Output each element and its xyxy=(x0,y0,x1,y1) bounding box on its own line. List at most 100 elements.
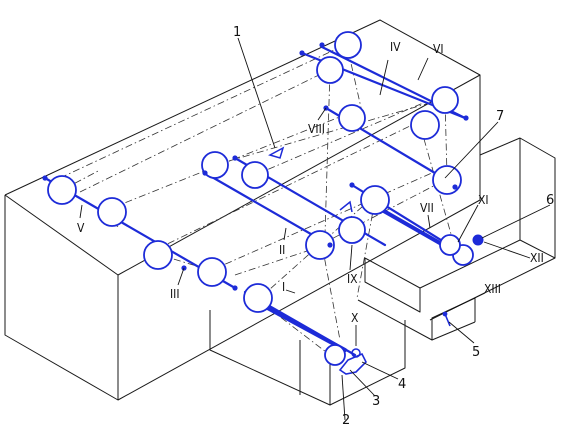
gear xyxy=(143,240,173,270)
label-3: 3 xyxy=(372,394,380,409)
gear xyxy=(97,197,127,227)
label-II: II xyxy=(279,243,285,257)
ledge-edge xyxy=(431,321,476,341)
dash-line xyxy=(59,44,346,179)
lever-pivot xyxy=(351,348,361,358)
label-6: 6 xyxy=(546,193,554,208)
gear xyxy=(241,161,269,189)
shaft-tips xyxy=(42,42,469,291)
shaft-tip xyxy=(463,115,469,121)
lever-mechanism-2-3-4 xyxy=(338,352,367,375)
gear xyxy=(334,31,362,59)
leader-lines xyxy=(79,37,551,421)
main-block-outline xyxy=(4,19,481,401)
gear xyxy=(243,283,273,313)
gear xyxy=(201,151,229,179)
dash-line xyxy=(319,179,446,246)
leader-3 xyxy=(349,369,376,397)
gears xyxy=(47,31,484,366)
label-XIII: XIII xyxy=(484,282,501,296)
shaft-tip xyxy=(327,242,333,248)
leader-II xyxy=(283,227,287,241)
leader-2 xyxy=(341,374,346,421)
dash-line xyxy=(154,124,413,251)
ledge-outline xyxy=(357,297,476,341)
leader-V xyxy=(79,204,83,219)
main-block-left-edge xyxy=(4,194,119,276)
leader-IV xyxy=(379,59,389,96)
gear xyxy=(338,104,366,132)
right-block-outline xyxy=(429,137,556,321)
gear xyxy=(324,344,346,366)
label-2: 2 xyxy=(342,413,350,428)
right-block-floor xyxy=(519,239,556,259)
label-XI: XI xyxy=(478,193,489,207)
dash-line xyxy=(324,69,331,236)
label-I: I xyxy=(282,280,285,294)
housing-outline xyxy=(4,19,556,406)
leader-5 xyxy=(448,321,475,344)
label-X: X xyxy=(351,311,359,325)
gear xyxy=(439,234,461,256)
shaft-tip xyxy=(299,50,305,56)
pulley-6 xyxy=(472,234,484,246)
gear xyxy=(197,257,227,287)
label-VII: VII xyxy=(420,201,434,215)
dash-line xyxy=(321,244,341,341)
dash-line xyxy=(356,199,376,299)
label-VI: VI xyxy=(433,42,444,56)
handle-5-knob xyxy=(442,311,448,317)
leader-XI xyxy=(457,204,479,243)
label-IV: IV xyxy=(390,40,401,54)
dash-line xyxy=(214,99,441,166)
leader-IX xyxy=(349,244,353,271)
leader-I xyxy=(285,289,296,294)
label-VIII: VIII xyxy=(308,122,325,136)
gear xyxy=(431,86,459,114)
lower-front-block xyxy=(209,310,331,406)
shaft-tip xyxy=(232,155,238,161)
gear xyxy=(338,216,366,244)
label-V: V xyxy=(77,221,85,235)
gear xyxy=(47,175,77,205)
gear xyxy=(410,110,440,140)
leader-III xyxy=(177,267,185,286)
gear xyxy=(316,56,344,84)
dash-line xyxy=(347,49,363,113)
gear xyxy=(432,165,462,195)
label-IX: IX xyxy=(347,272,358,286)
label-5: 5 xyxy=(472,345,480,360)
shaft-tip xyxy=(232,285,238,291)
dash-line xyxy=(79,71,326,193)
shaft-tip xyxy=(42,175,48,181)
leader-XII xyxy=(483,241,531,259)
leader-XIII xyxy=(449,292,486,311)
leader-VI xyxy=(417,57,429,81)
mechanism-parts xyxy=(268,146,451,375)
leader-VIII xyxy=(317,107,327,121)
labels: 1 2 3 4 5 6 7 I II III IV V VI VII VIII … xyxy=(77,25,554,428)
label-III: III xyxy=(170,287,180,301)
label-4: 4 xyxy=(398,377,406,392)
dash-line xyxy=(254,99,431,176)
leader-4 xyxy=(361,361,399,380)
gear xyxy=(360,185,390,215)
label-XII: XII xyxy=(530,251,544,265)
leader-6 xyxy=(481,204,551,239)
part-7-marker xyxy=(339,200,353,213)
part-1-marker xyxy=(268,146,285,159)
leader-7 xyxy=(444,121,499,179)
shaft-tip xyxy=(452,184,458,190)
spindle-I xyxy=(260,303,347,352)
label-1: 1 xyxy=(233,25,241,40)
shaft-tip xyxy=(202,170,208,176)
leader-VII xyxy=(427,214,431,229)
gear xyxy=(305,230,335,260)
label-7: 7 xyxy=(496,109,504,124)
dash-line xyxy=(444,99,448,176)
shaft-tip xyxy=(349,182,355,188)
dash-line xyxy=(61,169,101,191)
main-block-top-edge xyxy=(117,74,481,276)
